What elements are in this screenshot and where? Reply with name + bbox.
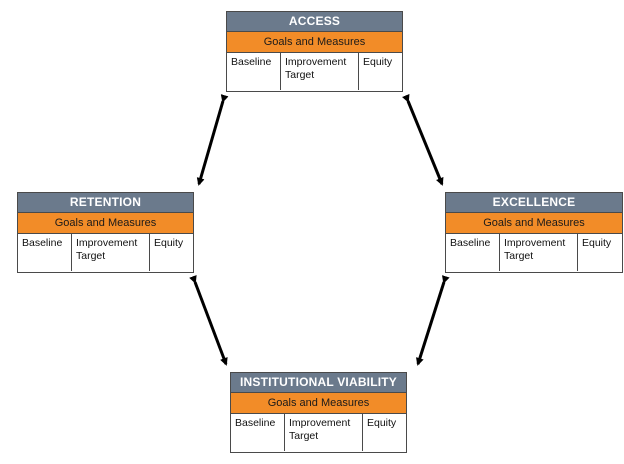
access-box: ACCESS Goals and Measures Baseline Impro… [226, 11, 403, 92]
access-title: ACCESS [227, 12, 402, 32]
viability-title: INSTITUTIONAL VIABILITY [231, 373, 406, 393]
viability-improvement-target: Improvement Target [285, 414, 363, 451]
arrow-retention-viability [189, 274, 228, 366]
access-equity: Equity [363, 56, 393, 68]
excellence-baseline: Baseline [446, 234, 500, 271]
retention-columns: Baseline Improvement Target Equity [18, 234, 193, 271]
viability-equity: Equity [367, 417, 397, 429]
access-baseline: Baseline [227, 53, 281, 90]
viability-box: INSTITUTIONAL VIABILITY Goals and Measur… [230, 372, 407, 453]
viability-columns: Baseline Improvement Target Equity [231, 414, 406, 451]
viability-goals-header: Goals and Measures [231, 393, 406, 414]
viability-baseline: Baseline [231, 414, 285, 451]
access-goals-header: Goals and Measures [227, 32, 402, 53]
access-columns: Baseline Improvement Target Equity [227, 53, 402, 90]
arrow-excellence-viability [416, 275, 450, 366]
excellence-goals-header: Goals and Measures [446, 213, 622, 234]
retention-baseline: Baseline [18, 234, 72, 271]
retention-improvement-target: Improvement Target [72, 234, 150, 271]
excellence-equity: Equity [582, 237, 612, 249]
retention-title: RETENTION [18, 193, 193, 213]
arrow-access-excellence [402, 93, 444, 186]
excellence-title: EXCELLENCE [446, 193, 622, 213]
retention-equity: Equity [154, 237, 184, 249]
retention-box: RETENTION Goals and Measures Baseline Im… [17, 192, 194, 273]
excellence-box: EXCELLENCE Goals and Measures Baseline I… [445, 192, 623, 273]
excellence-columns: Baseline Improvement Target Equity [446, 234, 622, 271]
excellence-improvement-target: Improvement Target [500, 234, 578, 271]
access-improvement-target: Improvement Target [281, 53, 359, 90]
arrow-access-retention [196, 94, 229, 186]
retention-goals-header: Goals and Measures [18, 213, 193, 234]
